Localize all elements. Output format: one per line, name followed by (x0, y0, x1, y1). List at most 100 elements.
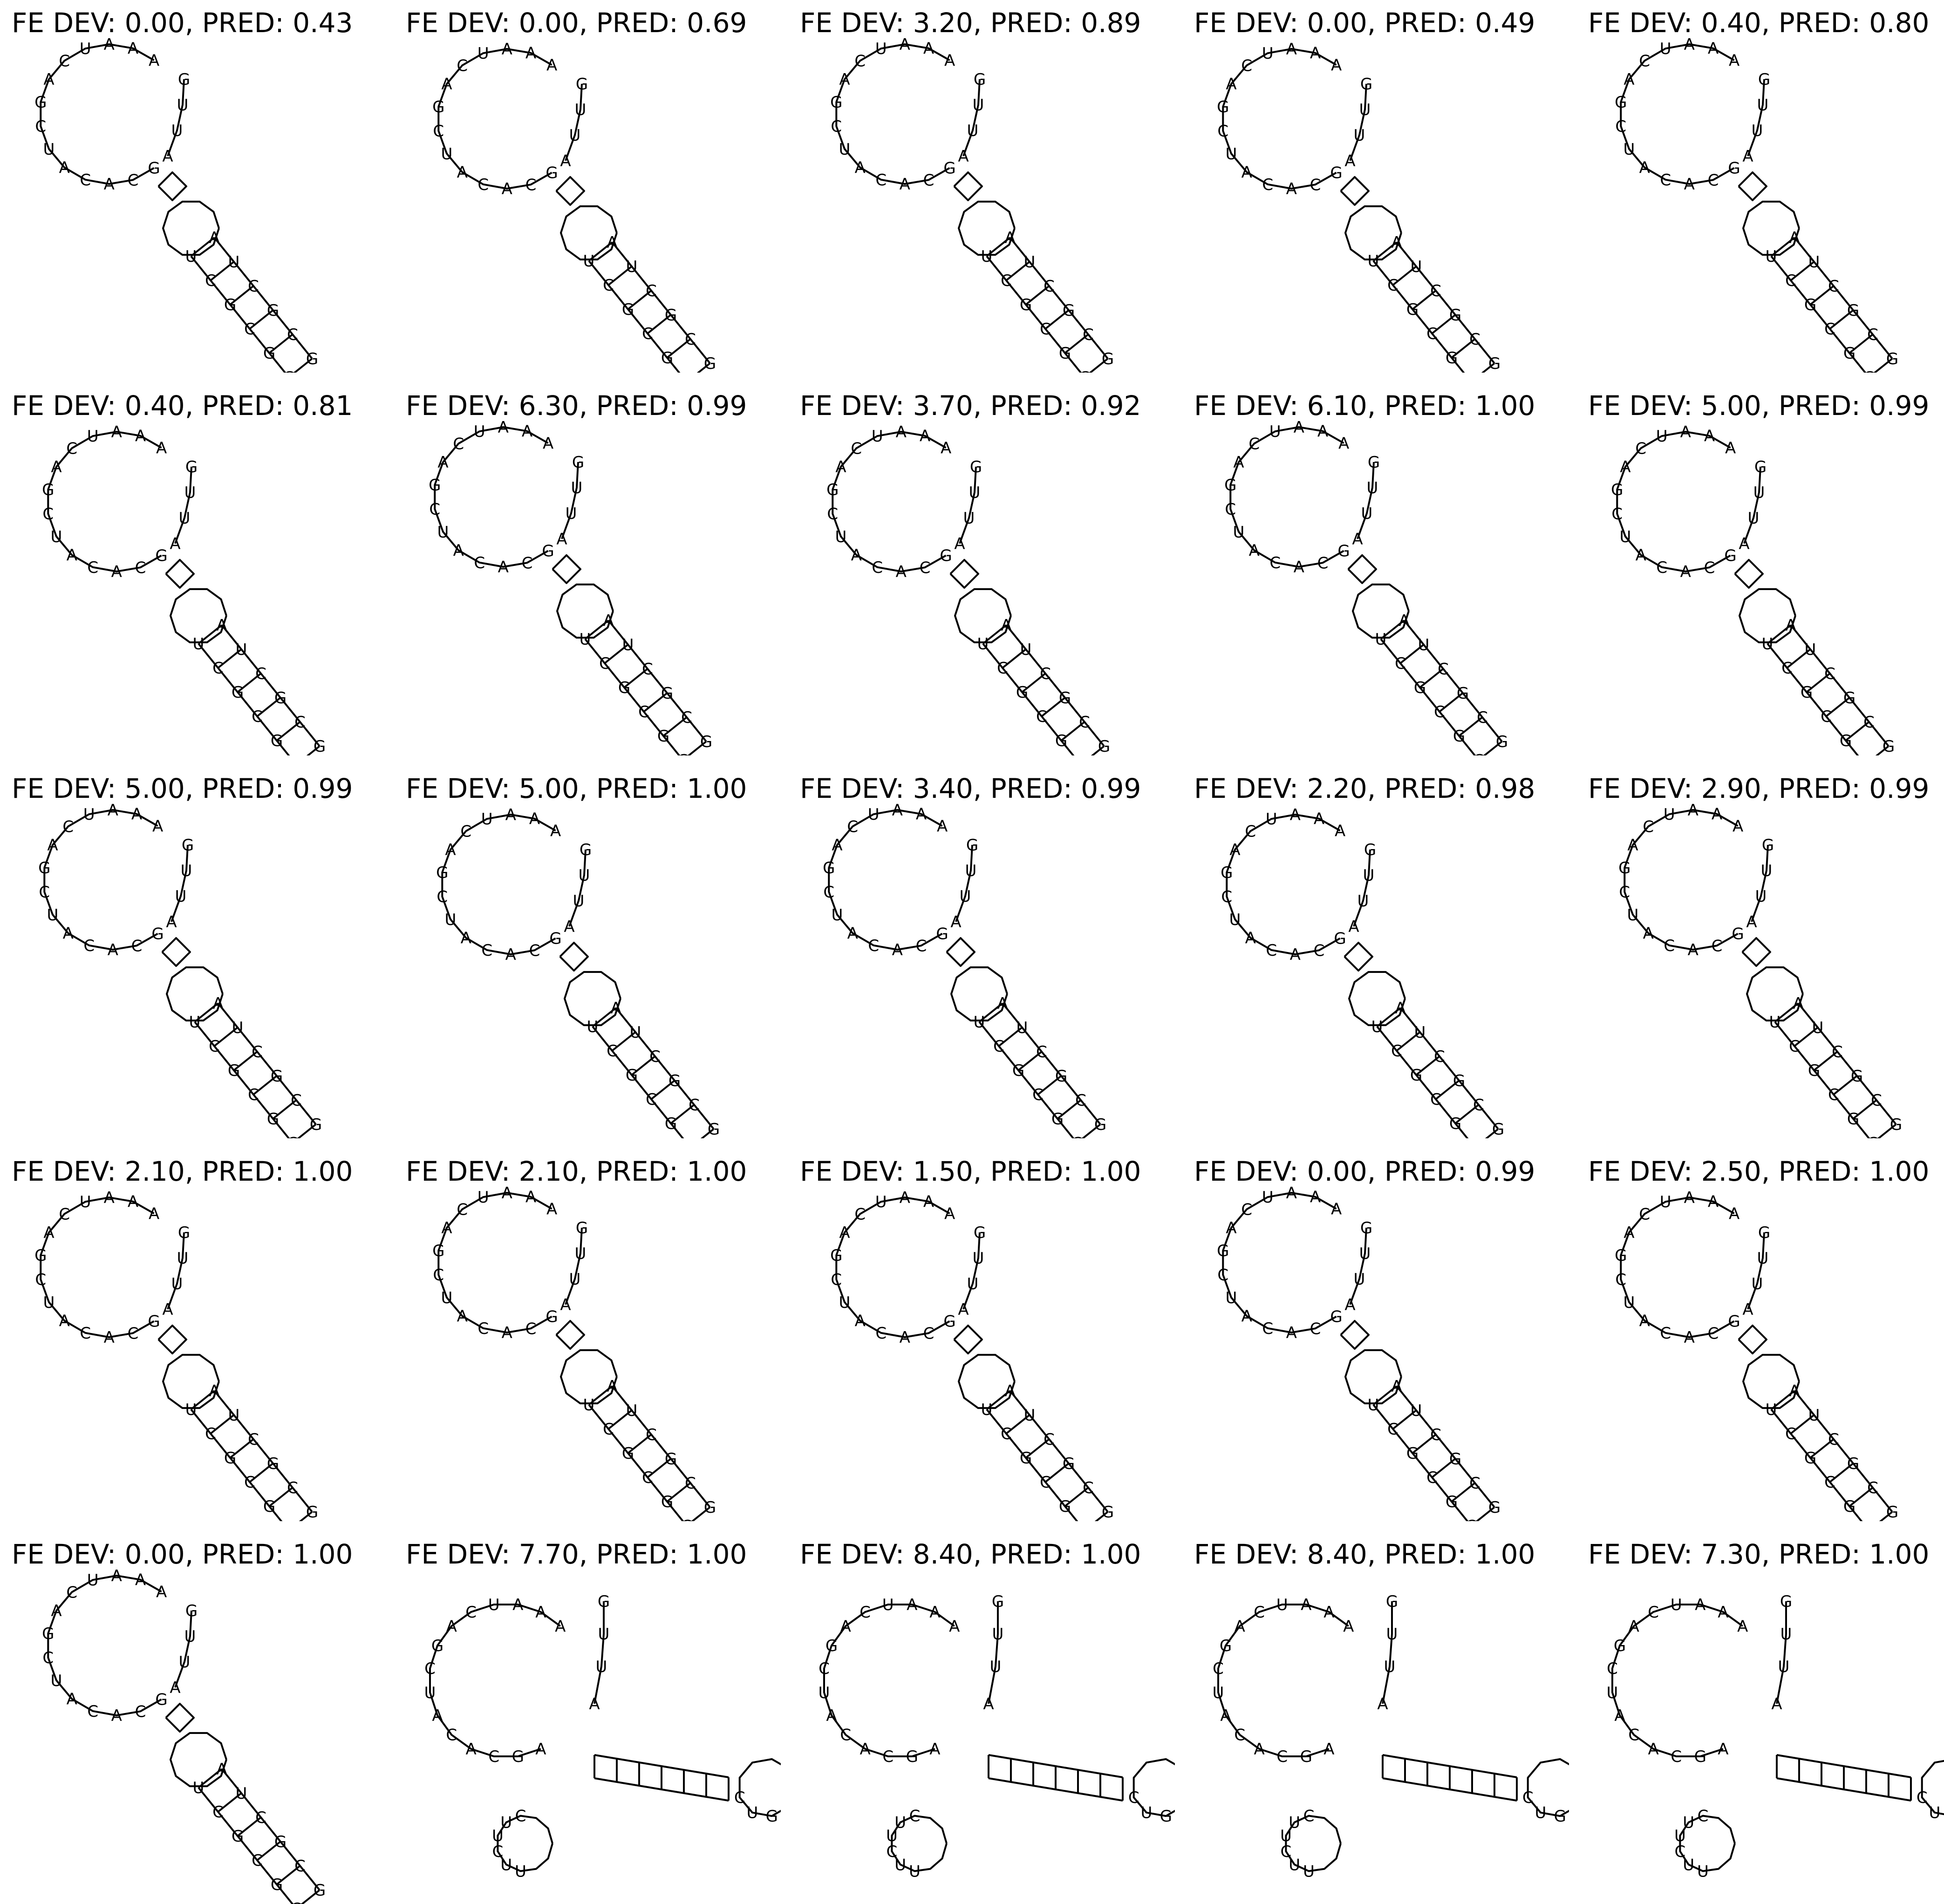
nucleotide-label: C (1044, 1430, 1055, 1449)
stem-strand-right (213, 1390, 313, 1513)
backbone-loop (47, 1575, 162, 1716)
nucleotide-label: C (80, 171, 91, 190)
nucleotide-label: U (990, 1658, 1002, 1676)
nucleotide-label: A (920, 427, 930, 446)
rna-secondary-structure: AAAUCAGCUACACGGUUAUACUGCCGGCCGUCGUC (429, 418, 712, 755)
nucleotide-label: G (1847, 301, 1859, 320)
stem-strand-right (217, 1002, 317, 1125)
nucleotide-label: C (646, 1090, 657, 1109)
nucleotide-label: U (1697, 1862, 1709, 1881)
nucleotide-label: U (441, 1289, 453, 1307)
nucleotide-label: A (1708, 1193, 1719, 1211)
nucleotide-label: U (1411, 1401, 1422, 1420)
nucleotide-label: U (515, 1862, 526, 1881)
nucleotide-label: C (851, 439, 862, 458)
nucleotide-label: C (1863, 713, 1875, 732)
base-pair-bond (1451, 1482, 1476, 1503)
nucleotide-label: U (894, 1856, 906, 1874)
nucleotide-label: G (1615, 1246, 1627, 1265)
nucleotide-label: G (1804, 296, 1816, 314)
nucleotide-label: G (263, 344, 275, 363)
nucleotide-label: G (1843, 1497, 1855, 1516)
nucleotide-label: G (1330, 164, 1342, 183)
nucleotide-label: A (51, 1602, 61, 1620)
base-pair-bond (982, 624, 1007, 645)
nucleotide-label: U (1375, 630, 1387, 649)
base-pair-bond (268, 333, 293, 354)
nucleotide-label: C (1303, 1807, 1315, 1826)
backbone-loop (43, 809, 158, 951)
nucleotide-label: A (457, 163, 468, 182)
nucleotide-label: C (1828, 277, 1839, 296)
stem-strand-left (592, 1026, 684, 1138)
nucleotide-label: A (465, 1740, 476, 1759)
nucleotide-label: A (209, 229, 219, 247)
nucleotide-label: U (1755, 887, 1767, 906)
nucleotide-label: A (1746, 913, 1757, 932)
backbone-loop (828, 809, 943, 951)
nucleotide-label: G (668, 1072, 681, 1090)
junction-square (953, 1325, 983, 1354)
nucleotide-label: U (1753, 483, 1765, 502)
nucleotide-label: C (1675, 1843, 1686, 1861)
nucleotide-label: U (569, 126, 581, 145)
nucleotide-label: A (67, 546, 77, 565)
nucleotide-label: U (1368, 252, 1379, 271)
nucleotide-label: U (232, 1019, 244, 1037)
nucleotide-label: C (433, 122, 444, 141)
nucleotide-label: A (937, 817, 948, 836)
nucleotide-label: A (1286, 1324, 1297, 1342)
nucleotide-label: G (1446, 349, 1458, 367)
stem-strand-right (1396, 1385, 1495, 1508)
nucleotide-label: C (1643, 817, 1654, 836)
nucleotide-label: U (1269, 422, 1281, 441)
rna-secondary-structure: AAAUCAGCUACACGGUUAUACUGCCGGCCGUCGUC (34, 35, 318, 373)
base-pair-bond (237, 1816, 262, 1837)
nucleotide-label: C (457, 1200, 468, 1219)
nucleotide-label: C (1317, 554, 1329, 572)
base-pair-bond (249, 309, 274, 330)
nucleotide-label: C (135, 558, 146, 577)
base-pair-bond (631, 1055, 656, 1076)
nucleotide-label: C (252, 1851, 263, 1870)
nucleotide-label: G (1360, 75, 1372, 94)
nucleotide-label: C (603, 276, 614, 295)
nucleotide-label: U (179, 1653, 191, 1672)
nucleotide-label: C (287, 1134, 298, 1138)
nucleotide-label: A (1742, 147, 1753, 166)
nucleotide-label: U (185, 247, 197, 266)
nucleotide-label: C (868, 937, 879, 955)
nucleotide-label: U (1752, 122, 1763, 140)
nucleotide-label: A (1344, 1296, 1355, 1314)
nucleotide-label: U (1363, 866, 1375, 885)
nucleotide-label: A (128, 40, 138, 58)
nucleotide-label: G (34, 1246, 47, 1265)
nucleotide-label: U (1361, 504, 1373, 523)
nucleotide-label: A (1398, 612, 1409, 630)
nucleotide-label: G (1330, 1308, 1342, 1326)
nucleotide-label: C (1040, 1473, 1051, 1492)
nucleotide-label: U (1683, 1814, 1694, 1832)
nucleotide-label: A (149, 1204, 159, 1223)
interior-loop (170, 588, 227, 644)
nucleotide-label: U (1761, 862, 1773, 880)
nucleotide-label: G (622, 300, 634, 319)
panel-title: FE DEV: 3.70, PRED: 0.92 (800, 390, 1141, 422)
base-pair-bond (1481, 362, 1495, 373)
nucleotide-label: A (851, 546, 862, 565)
panel-title: FE DEV: 0.40, PRED: 0.80 (1588, 7, 1930, 39)
nucleotide-label: U (1757, 96, 1769, 115)
nucleotide-label: G (1804, 1449, 1816, 1468)
nucleotide-label: U (1766, 1401, 1777, 1419)
nucleotide-label: A (555, 1617, 566, 1636)
panel-title: FE DEV: 5.00, PRED: 1.00 (406, 773, 747, 804)
base-pair-bond (1064, 333, 1089, 354)
nucleotide-label: G (274, 1833, 286, 1851)
nucleotide-label: C (244, 320, 255, 339)
nucleotide-label: A (1771, 1695, 1782, 1714)
interior-loop (1742, 200, 1800, 256)
base-pair-bond (1790, 261, 1815, 281)
nucleotide-label: U (1623, 140, 1635, 159)
nucleotide-label: G (1406, 1444, 1419, 1463)
